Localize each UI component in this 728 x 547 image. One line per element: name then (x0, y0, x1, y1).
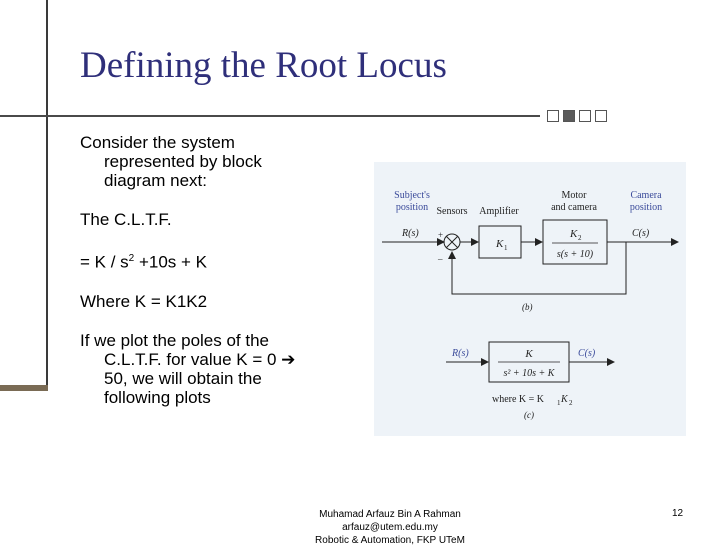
bullet-continuation: represented by block (104, 152, 262, 171)
bullet-continuation: diagram next: (104, 171, 207, 190)
label-where-k2: K (560, 394, 569, 405)
bullet-item: = K / s2 +10s + K (80, 249, 380, 272)
label-reduced-den: s² + 10s + K (504, 368, 556, 379)
bullet-item: Consider the system represented by block… (80, 133, 380, 190)
rule-square-2 (563, 110, 575, 122)
label-b: (b) (522, 302, 533, 312)
label-k1-sub: 1 (504, 244, 508, 252)
label-amplifier: Amplifier (479, 206, 519, 217)
label-k1: K (495, 238, 504, 250)
block-diagram-figure: Subject's position Sensors Amplifier Mot… (374, 162, 686, 436)
label-plus: + (438, 230, 443, 240)
footer-author: Muhamad Arfauz Bin A Rahman arfauz@utem.… (270, 508, 510, 547)
footer-line-3: Robotic & Automation, FKP UTeM (315, 535, 465, 546)
feedback-path (448, 242, 627, 295)
label-where-sub2: 2 (569, 399, 573, 407)
rule-square-1 (547, 110, 559, 122)
label-where-sub1: 1 (557, 399, 561, 407)
bullet-continuation: following plots (104, 387, 211, 407)
label-subject: Subject's (394, 190, 430, 201)
footer-line-2: arfauz@utem.edu.my (342, 522, 438, 533)
bullet-continuation: 50, we will obtain the (104, 368, 262, 388)
bullet-text: Consider the system (80, 133, 235, 152)
footer-line-1: Muhamad Arfauz Bin A Rahman (319, 509, 461, 520)
label-sensors: Sensors (436, 206, 467, 217)
label-motor-2: and camera (551, 202, 597, 213)
label-input: R(s) (401, 228, 419, 239)
label-reduced-num: K (524, 348, 533, 360)
label-where: where K = K (492, 394, 545, 405)
bullet-item: Where K = K1K2 (80, 292, 380, 311)
bullet-text: = K / s (80, 252, 129, 272)
bullet-text: The C.L.T.F. (80, 210, 172, 229)
bullet-text: If we plot the poles of the (80, 330, 270, 350)
slide-title: Defining the Root Locus (80, 45, 447, 86)
label-subject-2: position (396, 202, 428, 213)
label-c: (c) (524, 410, 534, 420)
label-k2: K (569, 228, 578, 240)
bullet-text: Where K = K1K2 (80, 291, 208, 311)
rule-square-4 (595, 110, 607, 122)
label-camera-2: position (630, 202, 662, 213)
label-plant-den: s(s + 10) (557, 249, 594, 260)
left-decor-bar (0, 0, 48, 385)
label-motor: Motor (562, 190, 588, 201)
bullet-continuation: C.L.T.F. for value K = 0 ➔ (104, 349, 296, 369)
label-output: C(s) (632, 228, 650, 239)
block-diagram-svg: Subject's position Sensors Amplifier Mot… (382, 190, 679, 420)
page-number: 12 (672, 508, 684, 519)
rule-square-3 (579, 110, 591, 122)
label-camera: Camera (630, 190, 662, 201)
bullet-list: Consider the system represented by block… (80, 133, 380, 427)
label-minus: – (437, 254, 443, 264)
bullet-text-after: +10s + K (134, 252, 208, 272)
rule-squares (547, 110, 611, 128)
bullet-item: The C.L.T.F. (80, 210, 380, 229)
label-reduced-output: C(s) (578, 348, 596, 359)
title-rule (0, 115, 540, 117)
left-accent-block (0, 385, 48, 391)
label-k2-sub: 2 (578, 234, 582, 242)
label-reduced-input: R(s) (451, 348, 469, 359)
bullet-item: If we plot the poles of the C.L.T.F. for… (80, 331, 380, 407)
bullet-superscript: 2 (128, 253, 135, 264)
